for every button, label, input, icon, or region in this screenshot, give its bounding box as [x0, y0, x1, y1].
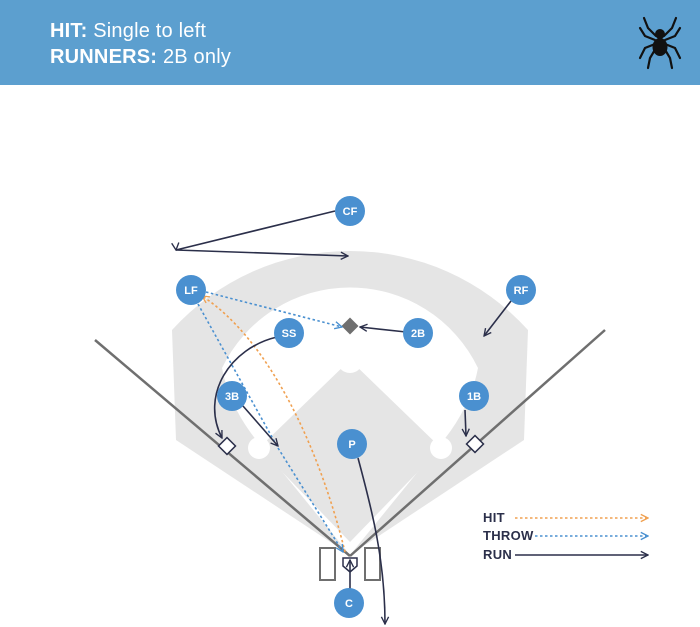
- player-1b-label: 1B: [467, 391, 481, 403]
- player-pitcher: P: [337, 429, 367, 459]
- run-1b: [465, 409, 466, 436]
- legend-throw-label: THROW: [483, 528, 534, 543]
- right-batter-box: [364, 547, 381, 581]
- run-2b: [360, 327, 407, 333]
- player-3b-label: 3B: [225, 391, 239, 403]
- run-rf: [484, 300, 512, 336]
- throw-cutoff-to-home: [277, 447, 343, 552]
- second-base: [341, 317, 359, 335]
- player-pitcher-label: P: [348, 439, 355, 451]
- runners-label: RUNNERS:: [50, 46, 158, 68]
- hit-description: HIT: Single to left: [50, 20, 206, 43]
- player-1b: 1B: [459, 381, 489, 411]
- player-rf-label: RF: [514, 285, 529, 297]
- player-3b: 3B: [217, 381, 247, 411]
- legend-hit-label: HIT: [483, 510, 505, 525]
- player-catcher-label: C: [345, 598, 353, 610]
- runners-value: 2B only: [162, 46, 232, 68]
- legend-run-label: RUN: [483, 547, 512, 562]
- player-2b: 2B: [403, 318, 433, 348]
- runners-description: RUNNERS: 2B only: [50, 46, 231, 69]
- throw-lf-to-2b: [205, 291, 342, 327]
- header-banner: HIT: Single to left RUNNERS: 2B only: [0, 0, 700, 85]
- third-base: [217, 436, 237, 456]
- player-2b-label: 2B: [411, 328, 425, 340]
- player-rf: RF: [506, 275, 536, 305]
- run-cf: [176, 210, 348, 256]
- player-lf-label: LF: [184, 285, 198, 297]
- spider-logo-icon: [638, 16, 682, 70]
- run-pitcher: [357, 457, 385, 624]
- left-batter-box: [319, 547, 336, 581]
- run-ss: [213, 336, 278, 438]
- player-cf-label: CF: [343, 206, 358, 218]
- player-ss-label: SS: [282, 328, 297, 340]
- player-lf: LF: [176, 275, 206, 305]
- hit-path: [202, 296, 346, 553]
- player-catcher: C: [334, 588, 364, 618]
- throw-lf-to-cutoff: [197, 303, 279, 449]
- first-base: [465, 434, 485, 454]
- player-ss: SS: [274, 318, 304, 348]
- hit-label: HIT:: [50, 20, 88, 42]
- legend: HIT THROW RUN: [483, 510, 648, 562]
- hit-value: Single to left: [93, 20, 207, 42]
- player-cf: CF: [335, 196, 365, 226]
- run-3b: [242, 405, 278, 446]
